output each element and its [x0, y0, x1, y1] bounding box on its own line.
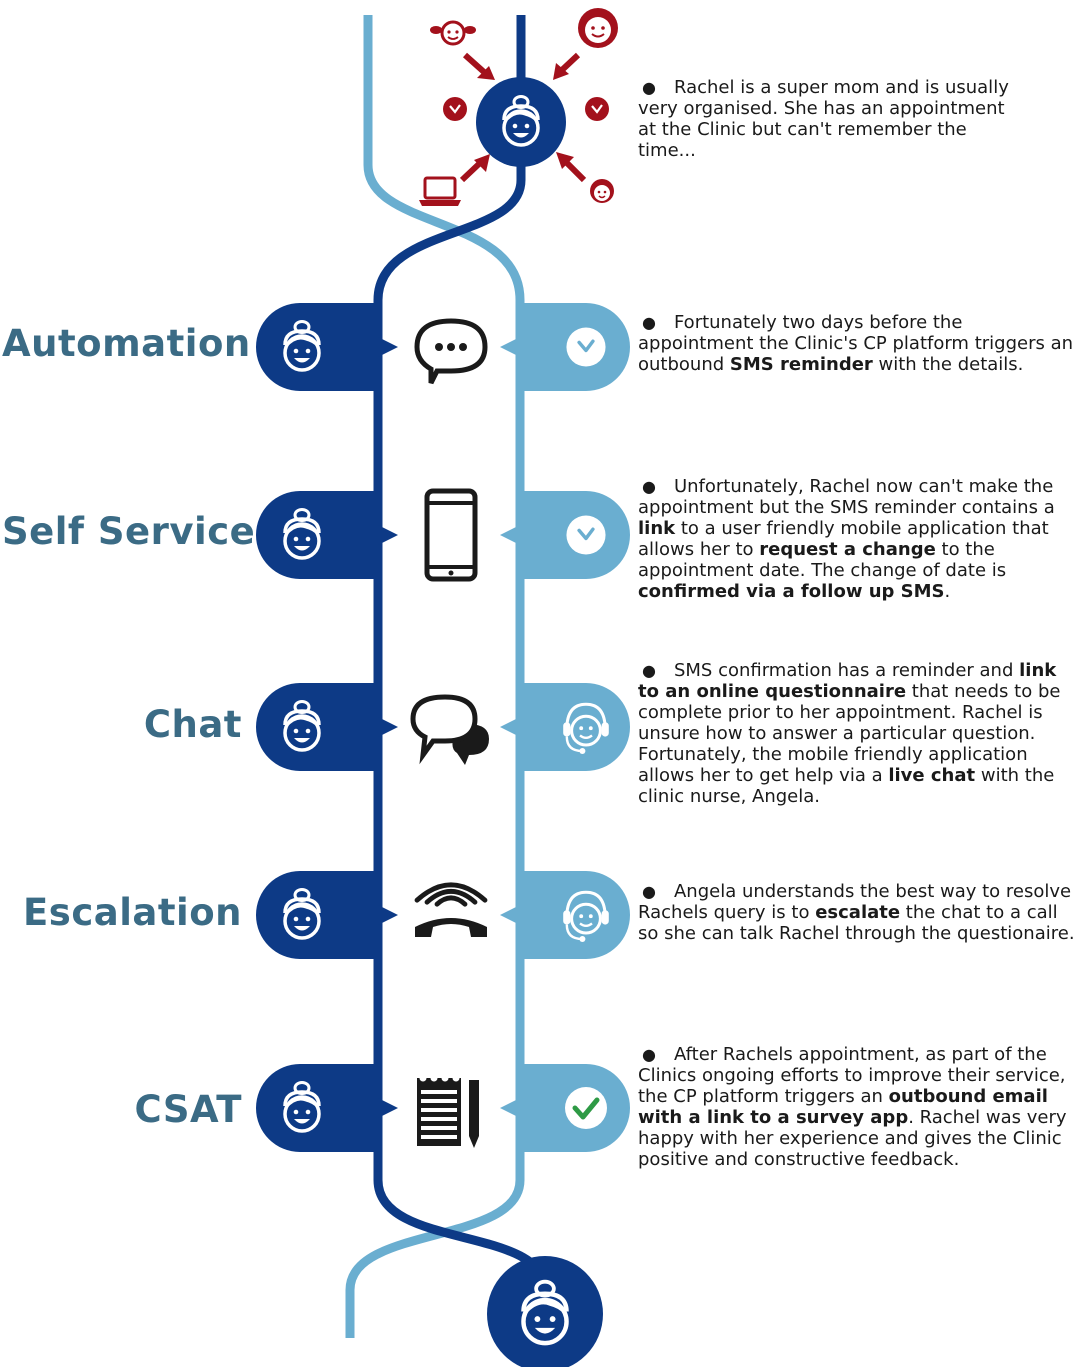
stage-label: Automation	[2, 322, 251, 365]
girl-face-icon	[430, 20, 476, 46]
customer-pill	[256, 1064, 398, 1152]
baby-face-icon	[590, 179, 614, 203]
clock-icon	[443, 97, 467, 121]
agent-pill	[500, 491, 630, 579]
clock-icon	[585, 97, 609, 121]
light-journey-line-top	[363, 15, 525, 301]
customer-pill	[256, 303, 398, 391]
phone-call-icon	[414, 882, 488, 937]
stage-row	[256, 488, 630, 582]
laptop-icon	[419, 176, 461, 206]
survey-notepad-icon	[417, 1074, 479, 1148]
bullet: ●	[642, 882, 656, 901]
clock-icon	[564, 513, 608, 557]
chat-bubbles-icon	[410, 694, 489, 765]
bullet: ●	[642, 78, 656, 97]
customer-pill	[256, 491, 398, 579]
distraction-arrows	[459, 52, 587, 183]
clock-icon	[564, 325, 608, 369]
stage-row	[256, 871, 630, 959]
stage-description: ●SMS confirmation has a reminder and lin…	[638, 660, 1061, 807]
customer-pill	[256, 683, 398, 771]
stage-label: Chat	[143, 703, 242, 746]
stage-description: ●Angela understands the best way to reso…	[638, 881, 1075, 944]
customer-pill	[256, 871, 398, 959]
boy-face-icon	[578, 8, 618, 48]
bullet: ●	[642, 313, 656, 332]
stage-label: Escalation	[23, 891, 242, 934]
bullet: ●	[642, 661, 656, 680]
checkmark-icon	[565, 1087, 607, 1129]
mobile-phone-icon	[424, 488, 478, 582]
dark-journey-line-top	[373, 15, 526, 301]
intro-description: ●Rachel is a super mom and is usually ve…	[638, 77, 1009, 161]
bullet: ●	[642, 477, 656, 496]
stage-label: Self Service	[2, 510, 256, 553]
bottom-persona-avatar	[487, 1256, 603, 1367]
stage-description: ●After Rachels appointment, as part of t…	[638, 1044, 1067, 1170]
bullet: ●	[642, 1045, 656, 1064]
speech-bubble-icon	[414, 318, 488, 385]
stage-row	[256, 683, 630, 771]
stage-label: CSAT	[134, 1088, 242, 1131]
stage-row	[256, 303, 630, 391]
agent-pill	[500, 303, 630, 391]
stage-row	[256, 1064, 630, 1152]
stage-description: ●Fortunately two days before the appoint…	[638, 312, 1074, 375]
light-journey-line-bottom	[345, 1179, 525, 1338]
stage-description: ●Unfortunately, Rachel now can't make th…	[638, 476, 1055, 602]
top-persona-avatar	[476, 77, 566, 167]
